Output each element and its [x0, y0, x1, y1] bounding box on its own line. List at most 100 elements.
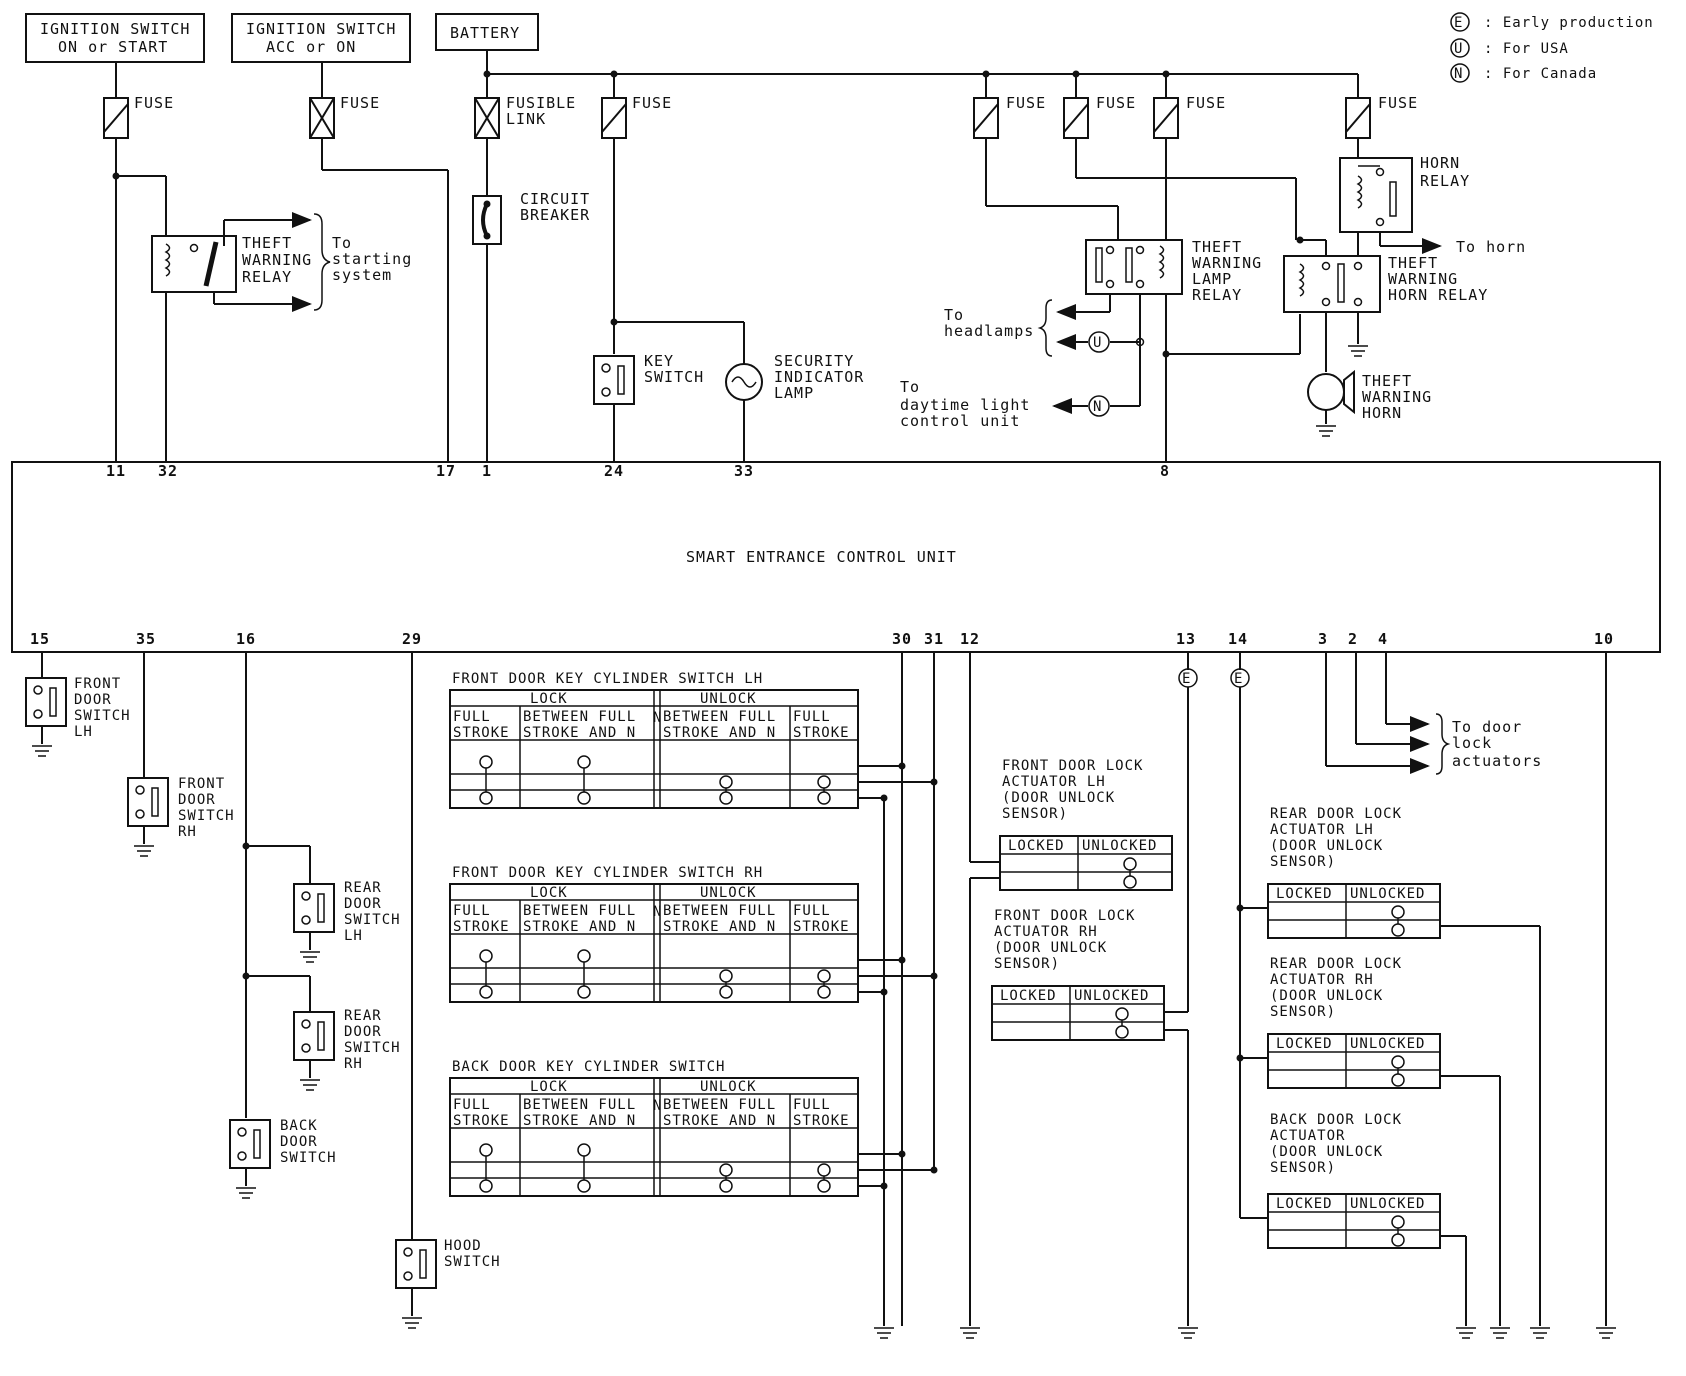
table-label: LOCK: [530, 691, 568, 707]
fuse-icon: [601, 97, 627, 139]
table-label: STROKE AND N: [523, 725, 636, 741]
table-title: BACK DOOR KEY CYLINDER SWITCH: [452, 1059, 725, 1075]
pin-label: 3: [1318, 630, 1328, 648]
locked-header: LOCKED: [1276, 886, 1333, 902]
label: DOOR: [344, 896, 382, 912]
unlocked-header: UNLOCKED: [1350, 886, 1425, 902]
label: SWITCH: [178, 808, 235, 824]
back-door-switch-icon: [229, 1119, 271, 1169]
table-label: LOCK: [530, 1079, 568, 1095]
pin-label: 16: [236, 630, 256, 648]
ground-icon: [1529, 1327, 1551, 1339]
security-indicator-lamp-icon: [725, 363, 763, 401]
svg-text:U: U: [1454, 41, 1463, 57]
table-label: N: [653, 710, 662, 726]
label: SWITCH: [644, 368, 704, 386]
actuator-label: ACTUATOR LH: [1270, 822, 1374, 838]
pin-label: 15: [30, 630, 50, 648]
theft-warning-lamp-relay: [1085, 239, 1183, 295]
pin-label: 31: [924, 630, 944, 648]
table-label: BETWEEN FULL: [663, 1097, 776, 1113]
pin-label: 4: [1378, 630, 1388, 648]
pin-label: 11: [106, 462, 126, 480]
label: HOOD: [444, 1238, 482, 1254]
table-label: STROKE AND N: [523, 1113, 636, 1129]
table-title: FRONT DOOR KEY CYLINDER SWITCH LH: [452, 671, 763, 687]
label: SWITCH: [344, 912, 401, 928]
actuator-label: (DOOR UNLOCK: [1270, 838, 1383, 854]
label: DOOR: [280, 1134, 318, 1150]
table-label: STROKE: [793, 1113, 850, 1129]
legend-item-usa: U : For USA: [1450, 38, 1569, 58]
label: INDICATOR: [774, 368, 864, 386]
label: SWITCH: [74, 708, 131, 724]
label: WARNING: [1362, 388, 1432, 406]
locked-header: LOCKED: [1276, 1036, 1333, 1052]
actuator-label: (DOOR UNLOCK: [994, 940, 1107, 956]
unlocked-header: UNLOCKED: [1350, 1196, 1425, 1212]
label: RELAY: [1192, 286, 1242, 304]
legend: E : Early production U : For USA N : For…: [1450, 12, 1654, 83]
fuse-label: FUSE: [632, 94, 672, 112]
svg-text:E: E: [1454, 15, 1463, 31]
pin-label: 14: [1228, 630, 1248, 648]
label: THEFT: [1192, 238, 1242, 256]
pin-label: 1: [482, 462, 492, 480]
table-label: STROKE: [793, 725, 850, 741]
table-label: BETWEEN FULL: [523, 903, 636, 919]
label: RH: [178, 824, 197, 840]
unlocked-header: UNLOCKED: [1082, 838, 1157, 854]
label: ON or START: [58, 38, 168, 56]
theft-warning-relay: THEFT WARNING RELAY: [151, 212, 312, 462]
label: THEFT: [1362, 372, 1412, 390]
table-label: BETWEEN FULL: [523, 1097, 636, 1113]
actuator-label: REAR DOOR LOCK: [1270, 956, 1402, 972]
label: REAR: [344, 1008, 382, 1024]
label: To: [944, 306, 964, 324]
legend-item-canada: N : For Canada: [1450, 63, 1596, 83]
ground-icon: [1455, 1327, 1477, 1339]
pin-label: 2: [1348, 630, 1358, 648]
label: FUSIBLE: [506, 94, 576, 112]
ignition-acc-on-box: IGNITION SWITCH ACC or ON: [231, 13, 411, 63]
label: REAR: [344, 880, 382, 896]
label: actuators: [1452, 752, 1542, 770]
actuator-label: (DOOR UNLOCK: [1270, 988, 1383, 1004]
label: BREAKER: [520, 206, 590, 224]
table-label: FULL: [453, 903, 491, 919]
ground-icon: [133, 845, 155, 857]
ignition-on-start-box: IGNITION SWITCH ON or START: [25, 13, 205, 63]
table-label: UNLOCK: [700, 691, 757, 707]
label: WARNING: [242, 251, 312, 269]
ground-icon: [31, 745, 53, 757]
label: LAMP: [774, 384, 814, 402]
label: starting: [332, 250, 412, 268]
pin-label: 24: [604, 462, 624, 480]
pin-label: 33: [734, 462, 754, 480]
legend-text-usa: : For USA: [1484, 41, 1569, 57]
ground-icon: [873, 1327, 895, 1339]
hood-switch-icon: [395, 1239, 437, 1289]
table-label: STROKE: [453, 725, 510, 741]
fuse-icon: [1345, 97, 1371, 139]
table-label: LOCK: [530, 885, 568, 901]
label: RELAY: [1420, 172, 1470, 190]
fuse-label: FUSE: [1096, 94, 1136, 112]
pin-label: 17: [436, 462, 456, 480]
label: lock: [1452, 734, 1492, 752]
label: HORN RELAY: [1388, 286, 1488, 304]
label: THEFT: [242, 234, 292, 252]
legend-text-early: : Early production: [1484, 15, 1654, 31]
fuse-icon: [309, 97, 335, 139]
table-label: UNLOCK: [700, 885, 757, 901]
label: To: [900, 378, 920, 396]
label: SWITCH: [444, 1254, 501, 1270]
table-label: FULL: [793, 709, 831, 725]
fuse-label: FUSE: [340, 94, 380, 112]
unlocked-header: UNLOCKED: [1350, 1036, 1425, 1052]
